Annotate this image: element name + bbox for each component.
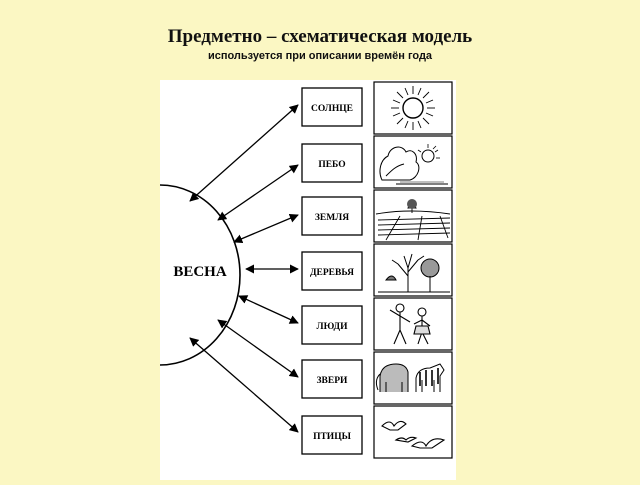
birds-icon xyxy=(381,420,446,449)
label-box-1-text: СОЛНЦЕ xyxy=(311,104,353,114)
picture-frame-7 xyxy=(373,405,453,459)
animals-icon xyxy=(375,363,445,392)
trees-icon xyxy=(378,253,450,293)
arrow-2 xyxy=(217,164,299,221)
label-box-2-text: ПЕБО xyxy=(318,160,345,170)
picture-frame-5 xyxy=(373,297,453,351)
label-box-2: ПЕБО xyxy=(301,143,363,183)
page-title: Предметно – схематическая модель xyxy=(167,26,473,47)
arrow-3 xyxy=(233,213,299,244)
arrow-5 xyxy=(238,295,299,324)
page-subtitle: используется при описании времён года xyxy=(207,50,433,62)
arrows xyxy=(189,104,299,433)
picture-frame-4 xyxy=(373,243,453,297)
sky-cloud-icon xyxy=(379,144,448,185)
label-box-4: ДЕРЕВЬЯ xyxy=(301,251,363,291)
label-box-4-text: ДЕРЕВЬЯ xyxy=(310,268,354,278)
scheme-diagram: ВЕСНА СОЛНЦЕ ПЕБО ЗЕМЛЯ ДЕРЕВЬЯ xyxy=(159,81,453,459)
label-box-1: СОЛНЦЕ xyxy=(301,87,363,127)
season-label: ВЕСНА xyxy=(173,264,227,280)
land-field-icon xyxy=(375,198,451,241)
label-box-7: ПТИЦЫ xyxy=(301,415,363,455)
label-box-5: ЛЮДИ xyxy=(301,305,363,345)
arrow-1 xyxy=(189,104,299,202)
arrow-7 xyxy=(189,337,299,433)
scheme-panel: ВЕСНА СОЛНЦЕ ПЕБО ЗЕМЛЯ ДЕРЕВЬЯ xyxy=(159,80,456,480)
people-icon xyxy=(389,303,431,345)
label-box-6-text: ЗВЕРИ xyxy=(317,376,348,386)
label-box-5-text: ЛЮДИ xyxy=(317,322,349,332)
sun-icon xyxy=(391,86,435,130)
label-box-3: ЗЕМЛЯ xyxy=(301,196,363,236)
label-box-7-text: ПТИЦЫ xyxy=(313,432,352,442)
label-box-6: ЗВЕРИ xyxy=(301,359,363,399)
label-box-3-text: ЗЕМЛЯ xyxy=(315,213,349,223)
arrow-6 xyxy=(217,319,299,378)
